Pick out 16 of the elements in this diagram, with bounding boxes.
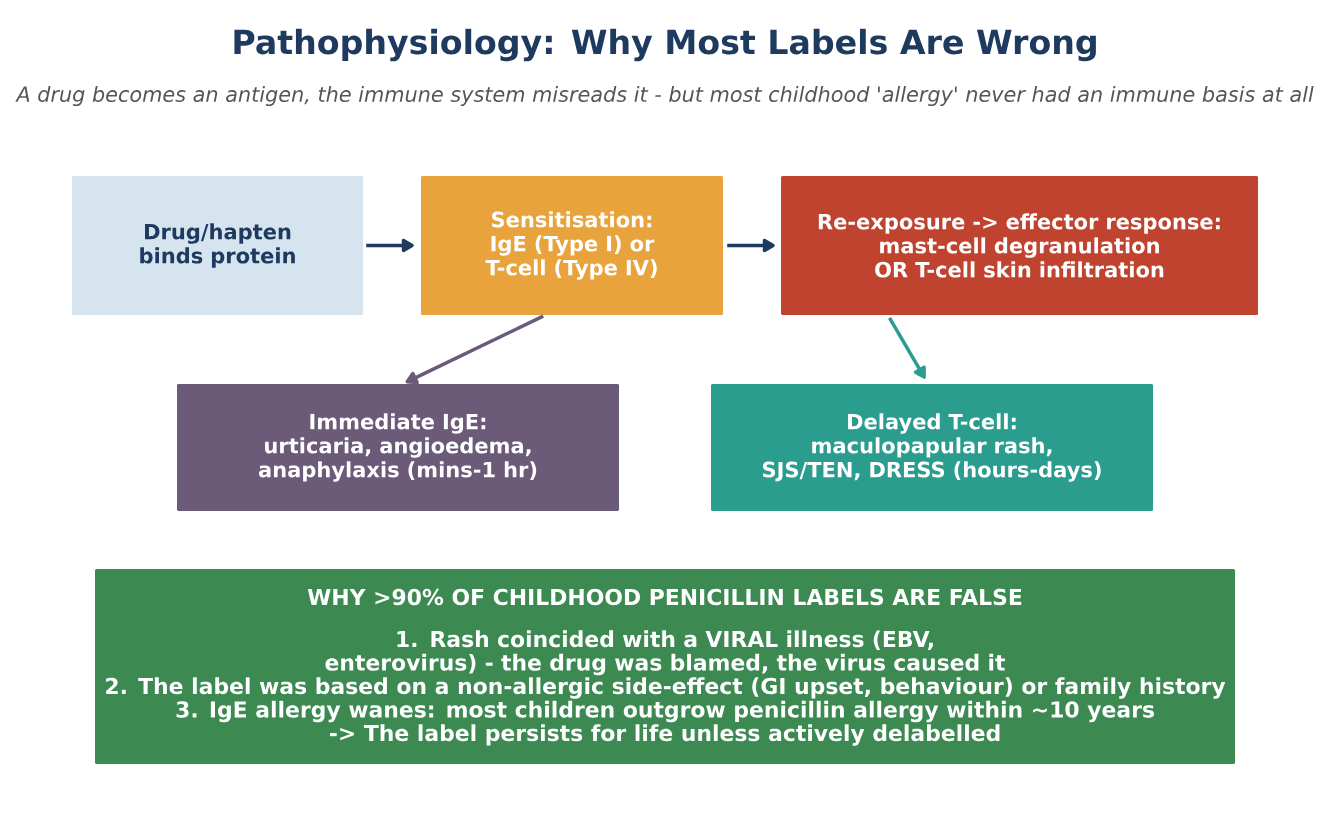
arrow (727, 238, 775, 253)
arrow (405, 314, 544, 385)
title: Pathophysiology: Why Most Labels Are Wrong (234, 28, 1096, 62)
step-box: Drug/hapten binds protein (72, 176, 363, 315)
arrow (888, 316, 926, 379)
conclusion-text: -> The label persists for life unless actively delabelled (329, 724, 1000, 746)
subtitle: A drug becomes an antigen, the immune system misreads it - but most childhood 'allergy' never had an immune basis at all (15, 85, 1314, 107)
outcome-box: Immediate IgE: urticaria, angioedema, anaphylaxis (mins-1 hr) (177, 384, 619, 511)
list-item: 3. IgE allergy wanes: most children outgrow penicillin allergy within ~10 years (176, 700, 1154, 723)
panel-heading: WHY >90% OF CHILDHOOD PENICILLIN LABELS ARE FALSE (307, 588, 1022, 606)
outcome-box: Delayed T-cell: maculopapular rash, SJS/TEN, DRESS (hours-days) (711, 384, 1153, 511)
list-item: 1. Rash coincided with a VIRAL illness (EBV, enterovirus) - the drug was blamed, the virus caused it (325, 630, 1005, 676)
step-box: Sensitisation: IgE (Type I) or T-cell (Type IV) (421, 176, 723, 315)
step-box: Re-exposure -> effector response: mast-cell degranulation OR T-cell skin infiltration (781, 176, 1258, 315)
list-item: 2. The label was based on a non-allergic side-effect (GI upset, behaviour) or family history (106, 677, 1226, 699)
arrow (366, 238, 414, 253)
